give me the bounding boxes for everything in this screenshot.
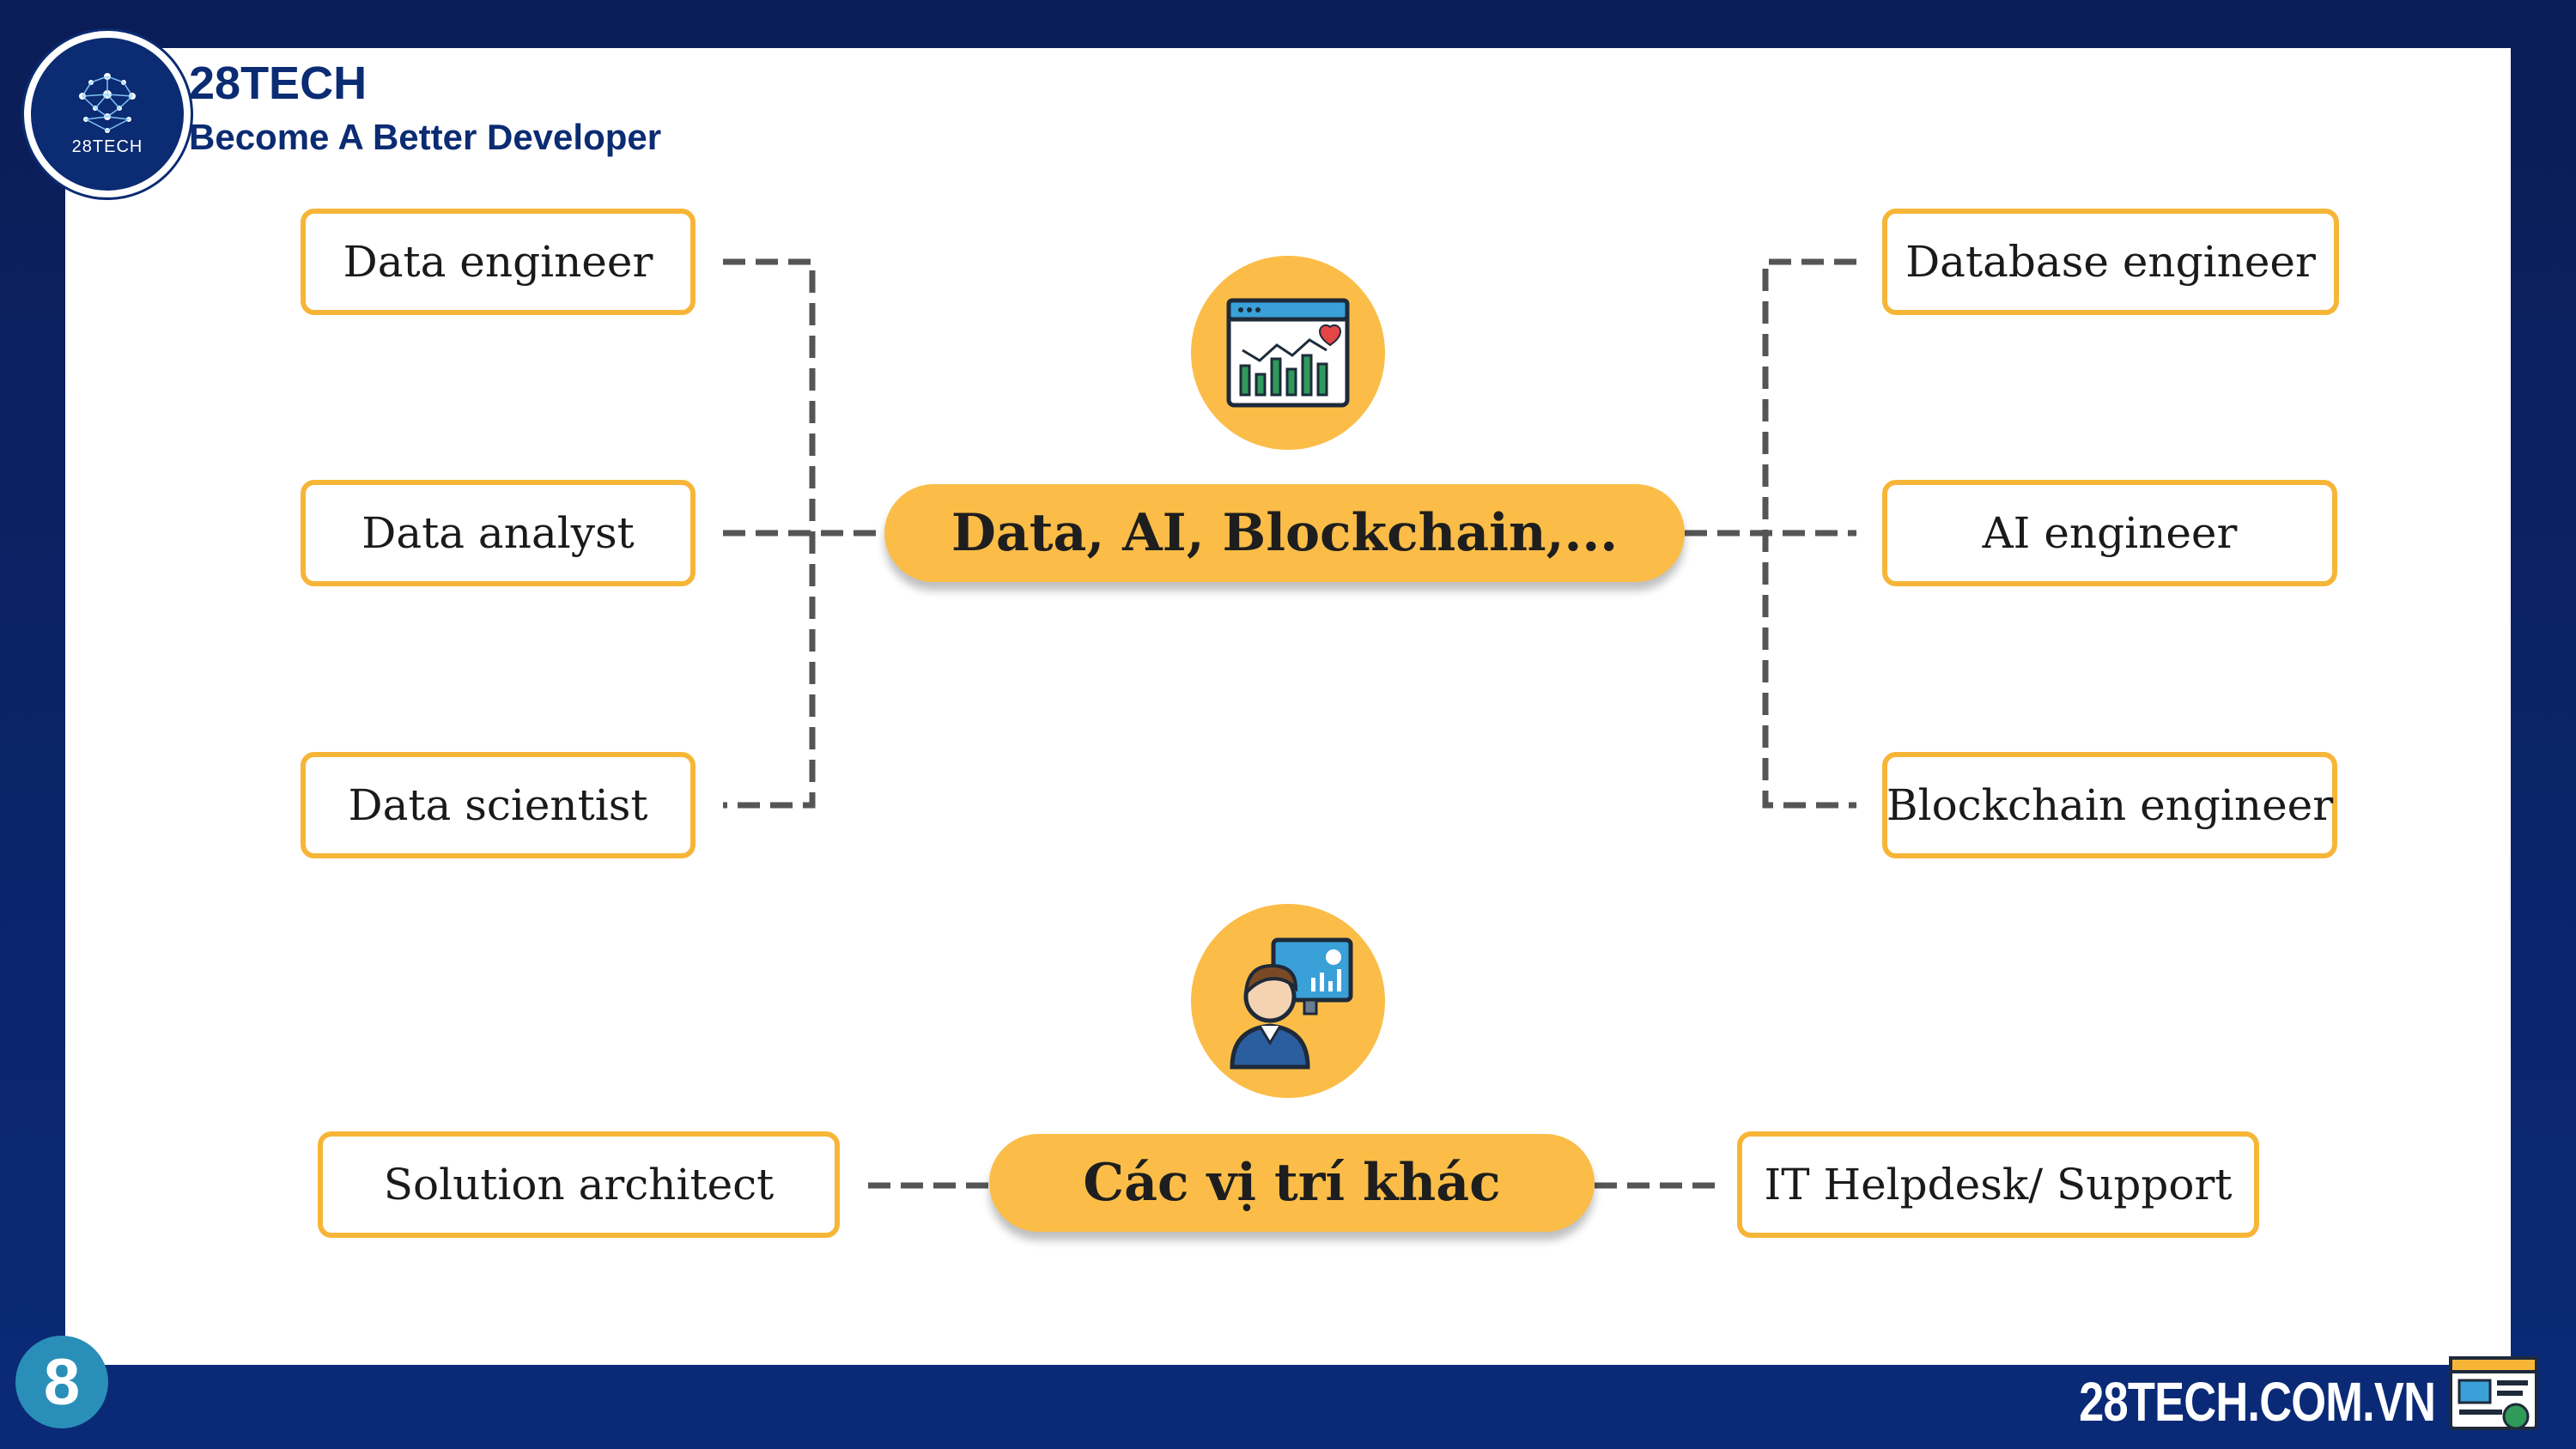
web-browser-icon: [2449, 1356, 2538, 1430]
network-logo-icon: [79, 73, 136, 133]
brand-tagline: Become A Better Developer: [189, 117, 662, 157]
person-icon-circle: [1191, 904, 1385, 1098]
hub-data-ai-blockchain: Data, AI, Blockchain,...: [884, 484, 1685, 582]
role-it-helpdesk-support: IT Helpdesk/ Support: [1737, 1131, 2259, 1238]
right-bracket-line: [1762, 258, 1856, 809]
role-data-scientist: Data scientist: [301, 752, 696, 858]
analytics-icon-circle: [1191, 256, 1385, 450]
hub-other-positions: Các vị trí khác: [989, 1134, 1595, 1232]
role-data-analyst: Data analyst: [301, 480, 696, 586]
left-bracket-line: [723, 258, 816, 809]
logo-text: 28TECH: [71, 137, 143, 156]
role-solution-architect: Solution architect: [318, 1131, 840, 1238]
role-data-engineer: Data engineer: [301, 209, 696, 315]
person-at-monitor-icon: [1230, 937, 1353, 1070]
analytics-dashboard-icon: [1226, 298, 1350, 408]
page-number-badge: 8: [15, 1336, 108, 1428]
site-url[interactable]: 28TECH.COM.VN: [2078, 1371, 2436, 1433]
brand-name: 28TECH: [189, 58, 368, 109]
brand-logo: 28TECH: [24, 31, 191, 197]
role-ai-engineer: AI engineer: [1882, 480, 2337, 586]
role-database-engineer: Database engineer: [1882, 209, 2339, 315]
role-blockchain-engineer: Blockchain engineer: [1882, 752, 2337, 858]
